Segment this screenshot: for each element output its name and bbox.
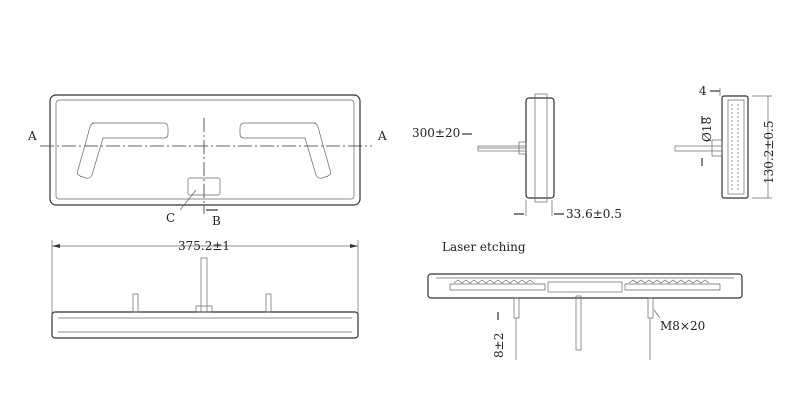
front-view: A A C B bbox=[27, 94, 387, 228]
length-dimension: 375.2±1 bbox=[51, 239, 359, 320]
label-b: B bbox=[212, 214, 221, 228]
side-view: 300±20 33.6±0.5 bbox=[412, 93, 622, 221]
laser-etching-note: Laser etching bbox=[442, 240, 526, 254]
section-label-left: A bbox=[27, 129, 37, 143]
label-plate bbox=[187, 177, 221, 196]
cable-length-value: 300±20 bbox=[412, 126, 460, 140]
stud-thread-value: M8×20 bbox=[660, 319, 705, 333]
stud-protrusion-value: 8±2 bbox=[492, 333, 506, 358]
height-value: 130.2±0.5 bbox=[762, 121, 776, 185]
bottom-view bbox=[51, 257, 359, 339]
left-light-guide bbox=[76, 122, 169, 179]
label-c: C bbox=[166, 211, 175, 225]
flange-value: 4 bbox=[699, 84, 707, 98]
length-value: 375.2±1 bbox=[178, 239, 230, 253]
end-view: 4 Ø18 130.2±0.5 bbox=[674, 84, 776, 199]
diameter-value: Ø18 bbox=[700, 117, 714, 142]
section-view: Laser etching 8±2 M8×20 bbox=[427, 240, 743, 360]
depth-value: 33.6±0.5 bbox=[566, 207, 622, 221]
section-label-right: A bbox=[377, 129, 387, 143]
right-light-guide bbox=[239, 122, 332, 179]
